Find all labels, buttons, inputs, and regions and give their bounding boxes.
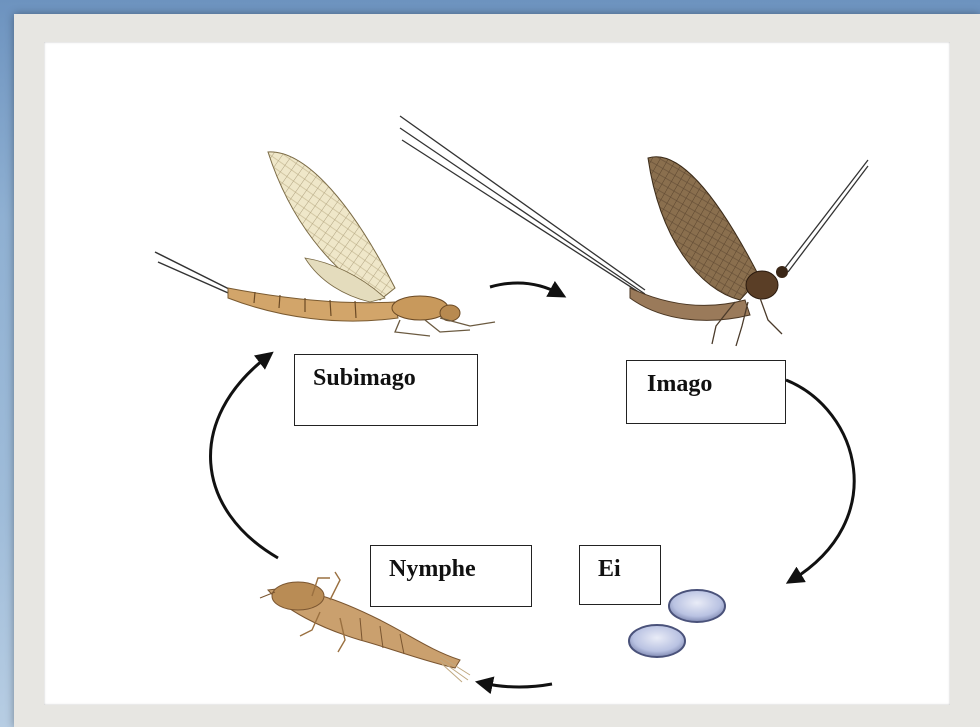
arrow-subimago-to-imago [490, 283, 560, 294]
label-imago: Imago [626, 360, 786, 424]
subimago-illustration [155, 152, 495, 336]
label-subimago: Subimago [294, 354, 478, 426]
label-nymphe: Nymphe [370, 545, 532, 607]
arrow-nymph-to-subimago [211, 356, 278, 558]
arrow-egg-to-nymph [482, 683, 552, 687]
imago-illustration [400, 116, 868, 346]
label-ei: Ei [579, 545, 661, 605]
arrow-imago-to-egg [786, 380, 854, 580]
